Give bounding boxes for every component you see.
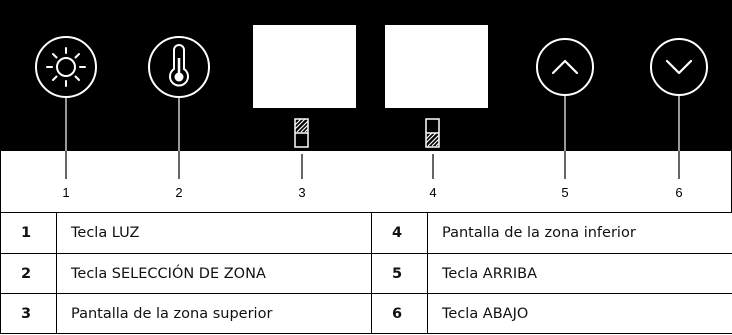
chevron-up-icon[interactable] — [536, 38, 594, 96]
upper-zone-display — [253, 25, 356, 108]
legend-number: 6 — [371, 293, 428, 334]
legend-label: Tecla ARRIBA — [427, 253, 732, 294]
callout-number-6: 6 — [675, 185, 683, 200]
callout-number-1: 1 — [62, 185, 70, 200]
chevron-down-icon[interactable] — [650, 38, 708, 96]
legend-label: Pantalla de la zona inferior — [427, 212, 732, 254]
sun-light-icon[interactable] — [35, 36, 97, 98]
lower-zone-indicator-icon — [425, 118, 440, 148]
callout-number-2: 2 — [175, 185, 183, 200]
legend-number: 2 — [0, 253, 57, 294]
callout-number-3: 3 — [298, 185, 306, 200]
control-panel-bar — [1, 1, 731, 151]
legend-row: 3 Pantalla de la zona superior 6 Tecla A… — [0, 293, 732, 334]
legend-table: 1 Tecla LUZ 4 Pantalla de la zona inferi… — [0, 212, 732, 334]
control-panel-graphics — [35, 25, 708, 151]
lower-zone-display — [385, 25, 488, 108]
upper-zone-indicator-icon — [294, 118, 309, 148]
callout-number-4: 4 — [429, 185, 437, 200]
control-panel-diagram: 1 2 3 4 5 6 — [0, 0, 732, 213]
legend-row: 2 Tecla SELECCIÓN DE ZONA 5 Tecla ARRIBA — [0, 253, 732, 294]
callout-lines — [65, 151, 680, 179]
legend-row: 1 Tecla LUZ 4 Pantalla de la zona inferi… — [0, 212, 732, 254]
legend-number: 3 — [0, 293, 57, 334]
legend-label: Tecla LUZ — [56, 212, 372, 254]
thermometer-icon[interactable] — [148, 36, 210, 98]
legend-number: 1 — [0, 212, 57, 254]
legend-label: Tecla SELECCIÓN DE ZONA — [56, 253, 372, 294]
legend-label: Pantalla de la zona superior — [56, 293, 372, 334]
legend-number: 5 — [371, 253, 428, 294]
callout-number-5: 5 — [561, 185, 569, 200]
legend-label: Tecla ABAJO — [427, 293, 732, 334]
legend-number: 4 — [371, 212, 428, 254]
